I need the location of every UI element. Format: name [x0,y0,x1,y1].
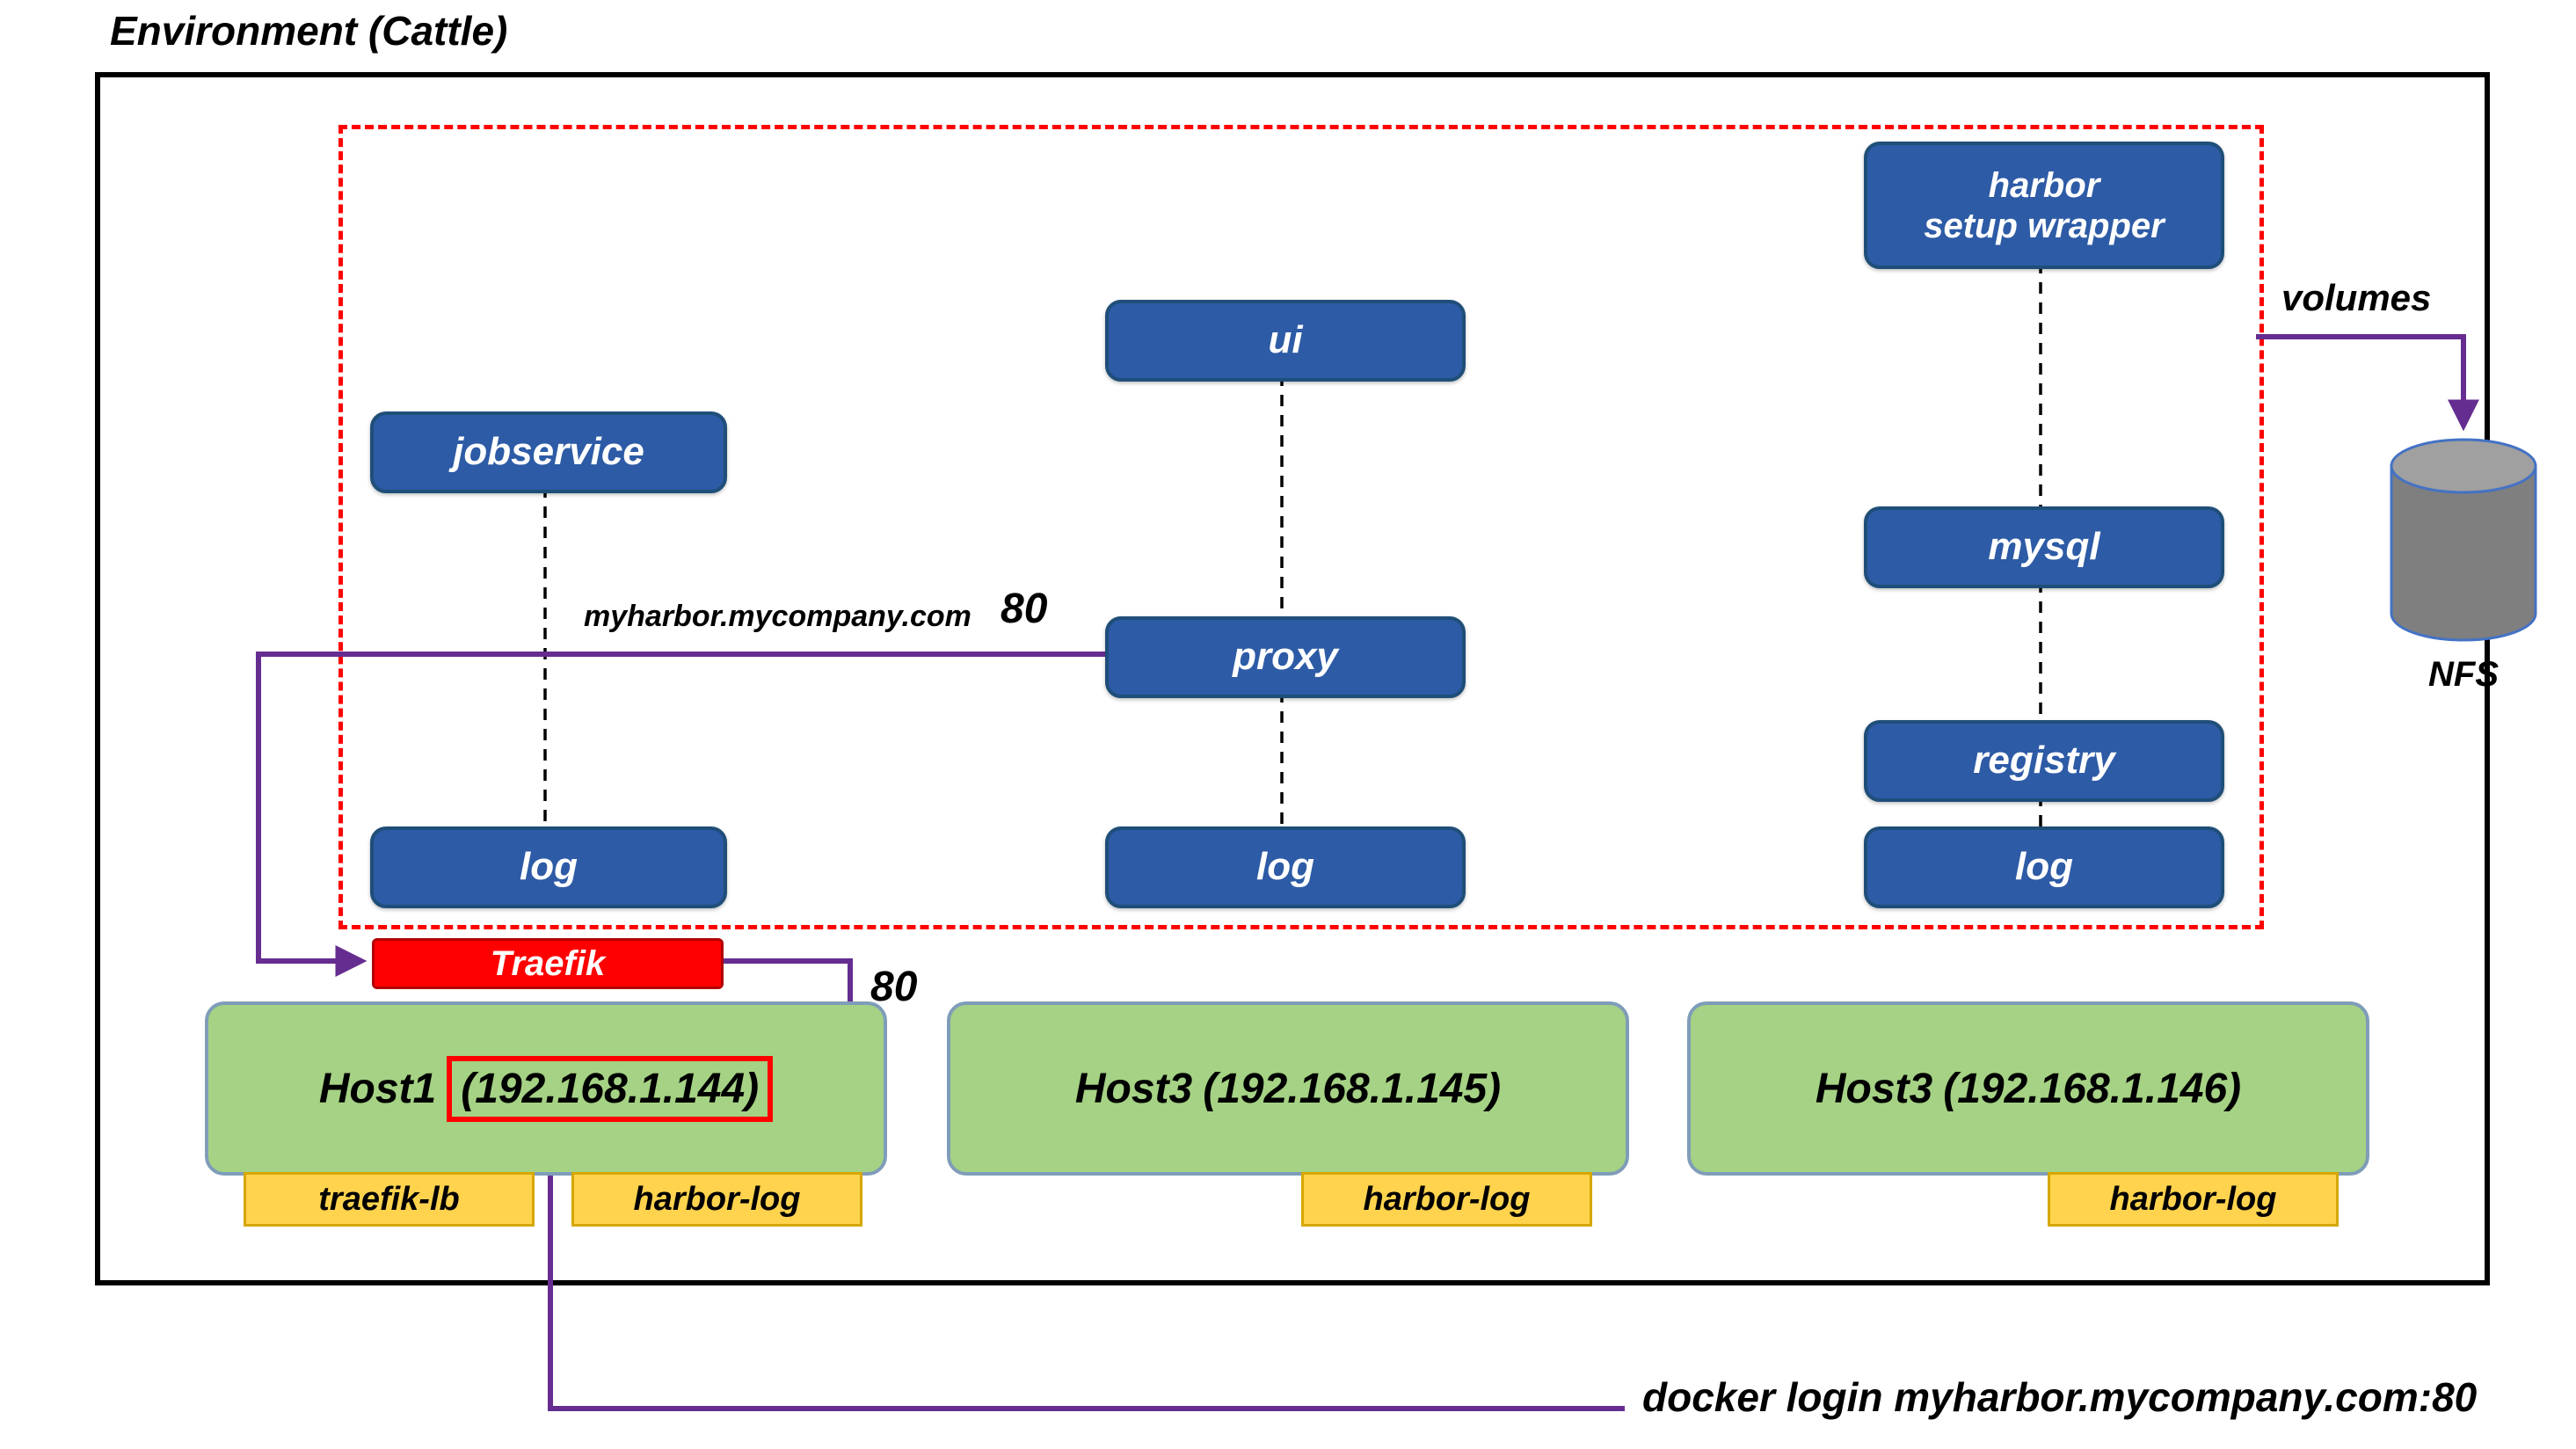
label-port-80-proxy: 80 [1001,586,1048,632]
label-port-80-host: 80 [870,964,918,1010]
tag-label: harbor-log [633,1180,801,1218]
label-docker-login: docker login myharbor.mycompany.com:80 [1642,1374,2478,1420]
service-label: log [2015,845,2073,889]
service-jobservice: jobservice [370,411,727,493]
host-name: Host3 [1074,1065,1193,1112]
host-3: Host3 (192.168.1.146) [1687,1001,2369,1176]
host-ip: (192.168.1.145) [1203,1065,1502,1112]
host-2: Host3 (192.168.1.145) [947,1001,1629,1176]
tag-harbor-log-host2: harbor-log [1301,1172,1592,1227]
service-label: mysql [1988,525,2100,569]
host-ip: (192.168.1.146) [1943,1065,2242,1112]
diagram-title: Environment (Cattle) [110,8,508,54]
service-mysql: mysql [1864,506,2224,588]
service-label: ui [1268,318,1303,362]
service-log-center: log [1105,826,1466,908]
host-name: Host1 [318,1065,437,1112]
tag-label: traefik-lb [318,1180,460,1218]
tag-harbor-log-host1: harbor-log [571,1172,862,1227]
host-ip-highlight: (192.168.1.144) [447,1055,774,1122]
host-name: Host3 [1815,1065,1933,1112]
service-harbor-setup-wrapper: harbor setup wrapper [1864,142,2224,269]
service-label: log [520,845,578,889]
host-1: Host1 (192.168.1.144) [205,1001,887,1176]
service-proxy: proxy [1105,616,1466,698]
tag-label: harbor-log [1363,1180,1531,1218]
service-log-left: log [370,826,727,908]
service-label: log [1256,845,1314,889]
service-log-right: log [1864,826,2224,908]
label-myharbor-domain: myharbor.mycompany.com [584,600,971,633]
service-label: registry [1973,739,2115,783]
tag-harbor-log-host3: harbor-log [2048,1172,2339,1227]
traefik-box: Traefik [372,938,724,989]
service-label: jobservice [453,430,644,474]
harbor-stack-boundary [338,125,2264,929]
service-label: harbor [1988,165,2100,205]
service-label: proxy [1233,635,1338,679]
label-nfs: NFS [2428,655,2499,694]
service-registry: registry [1864,720,2224,802]
tag-label: harbor-log [2109,1180,2277,1218]
tag-traefik-lb: traefik-lb [244,1172,535,1227]
label-volumes: volumes [2281,277,2432,318]
service-label: setup wrapper [1924,206,2165,245]
traefik-label: Traefik [490,943,606,983]
service-ui: ui [1105,300,1466,382]
